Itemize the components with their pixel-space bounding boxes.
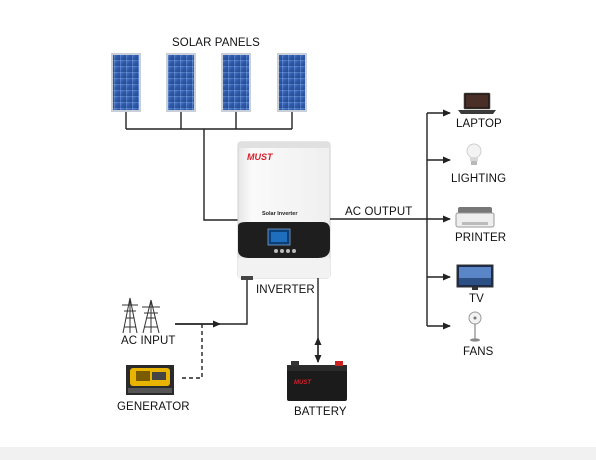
laptop-icon [458,92,496,114]
ac-output-wiring [330,109,451,330]
solar-panel-icon [221,53,251,112]
battery-label: BATTERY [294,406,347,418]
lighting-label: LIGHTING [451,173,507,185]
printer-label: PRINTER [455,232,507,244]
battery-brand-logo: MUST [294,380,312,386]
solar-panel-icon [277,53,307,112]
solar-panel-icon [166,53,196,112]
bottom-band [0,447,596,460]
light-bulb-icon [466,143,482,165]
panel-wiring [125,112,293,221]
printer-icon [455,207,495,228]
ac-input-label: AC INPUT [121,335,176,347]
inverter-brand-logo: MUST [247,152,274,162]
ac-input-wiring [175,280,248,328]
fans-label: FANS [463,346,494,358]
generator-label: GENERATOR [117,401,190,413]
inverter-model-text: Solar Inverter [262,211,298,217]
solar-panels [111,53,307,112]
generator-wiring [182,324,203,379]
tv-icon [456,264,494,290]
power-tower-icon [122,297,160,334]
inverter-label: INVERTER [256,284,315,296]
inverter-icon: MUST Solar Inverter [237,141,331,280]
laptop-label: LAPTOP [456,118,502,130]
fan-icon [468,311,482,342]
tv-label: TV [469,293,484,305]
generator-icon [126,365,174,395]
battery-icon: MUST [287,361,347,401]
ac-output-label: AC OUTPUT [345,206,413,218]
solar-panel-icon [111,53,141,112]
solar-panels-label: SOLAR PANELS [172,37,260,49]
